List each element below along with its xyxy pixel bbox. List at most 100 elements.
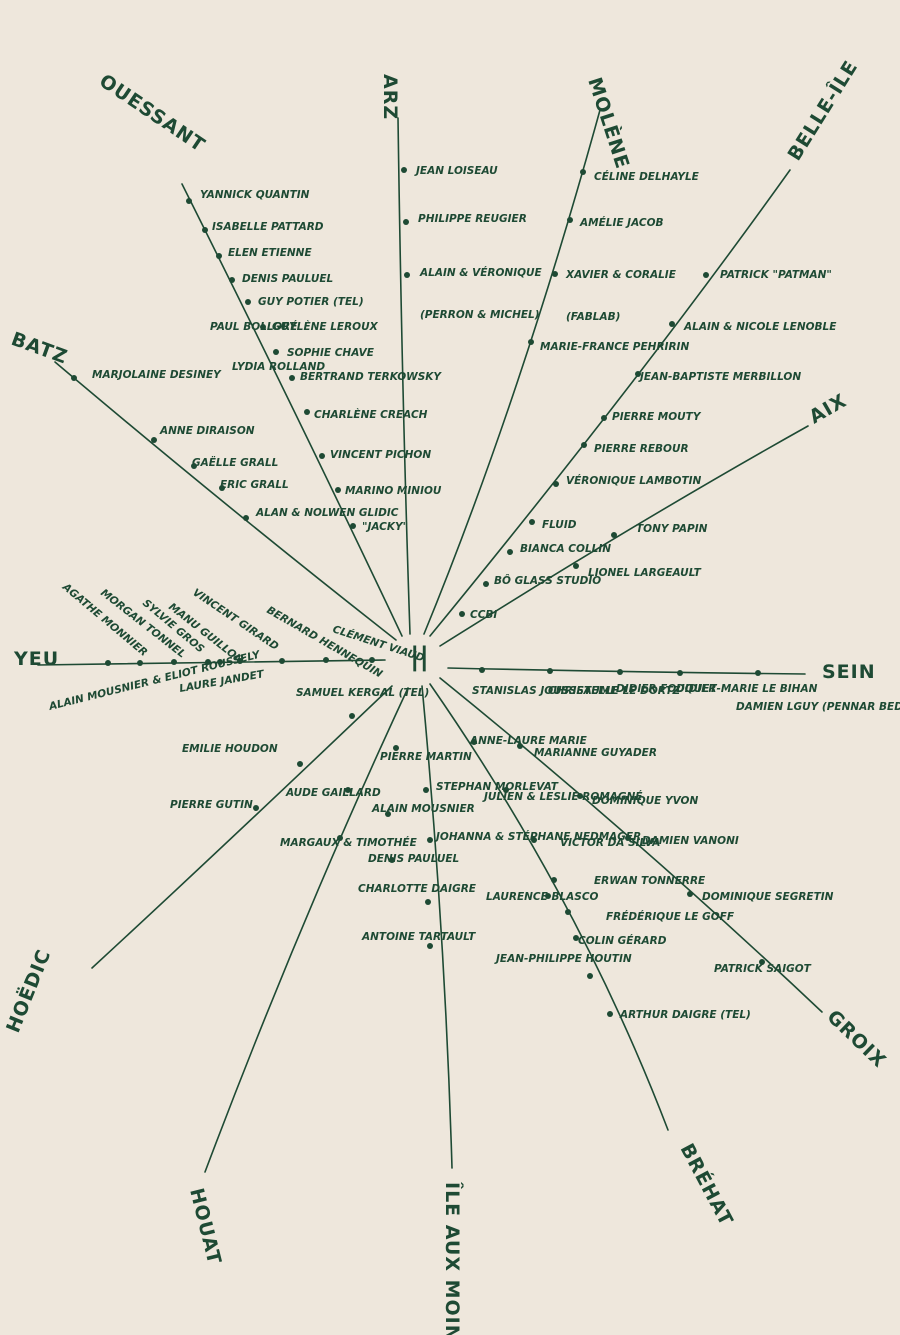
island-molene: MOLÈNE [583,74,634,171]
spoke-line-sein [447,667,806,675]
node-dot [551,877,557,883]
node-dot [635,371,641,377]
person-label: JEAN LOISEAU [414,165,498,177]
person-label: VÉRONIQUE LAMBOTIN [566,474,702,487]
person-label: YANNICK QUANTIN [200,189,310,201]
spoke-line-ouessant [181,183,403,637]
person-label: FLUID [542,519,577,531]
node-dot [393,745,399,751]
person-label: DOMINIQUE SEGRETIN [702,891,834,903]
person-label: PHILIPPE REUGIER [418,213,527,225]
person-label: JEAN-BAPTISTE MERBILLON [638,371,801,383]
person-label: CHARLOTTE DAIGRE [358,883,477,895]
node-dot [229,277,235,283]
person-label: XAVIER & CORALIE [565,269,677,281]
node-dot [573,563,579,569]
person-label: ISABELLE PATTARD [212,221,324,233]
node-dot [217,659,223,665]
node-dot [471,739,477,745]
node-dot [337,835,343,841]
person-label: VICTOR DA SILVA [560,837,660,849]
node-dot [297,761,303,767]
node-dot [529,519,535,525]
person-label: DIDIER-MARIE LE BIHAN [676,683,818,695]
node-dot [587,973,593,979]
island-ile-aux-moines: ÎLE AUX MOINES [441,1182,464,1335]
island-belle-ile: BELLE-ÎLE [783,56,863,165]
person-label: JOHANNA & STÉPHANE NEDMAGER [434,830,641,843]
person-label: LIONEL LARGEAULT [588,567,702,579]
node-dot [553,481,559,487]
node-dot [427,943,433,949]
spoke-line-houat [204,687,409,1173]
spoke-line-aix [439,425,809,647]
node-dot [304,409,310,415]
island-ouessant: OUESSANT [95,70,209,157]
node-dot [565,909,571,915]
person-label: STANISLAS JOUSSEAUME [472,685,618,697]
node-dot [369,657,375,663]
node-dot [171,659,177,665]
node-dot [237,658,243,664]
person-label: MARIE-FRANCE PEHRIRIN [540,341,689,353]
person-label: DOMINIQUE YVON [592,795,698,807]
person-label: GAËLLE GRALL [192,455,278,469]
person-label: ALAIN MOUSNIER [371,803,475,815]
person-label: PATRICK SAIGOT [714,963,812,975]
node-dot [349,713,355,719]
node-dot [350,523,356,529]
person-label: TONY PAPIN [636,523,708,535]
person-label: AMÉLIE JACOB [579,216,664,229]
person-label: AUDE GAILLARD [285,787,381,799]
node-dot [191,463,197,469]
person-label: BERTRAND TERKOWSKY [300,371,442,383]
node-dot [279,658,285,664]
person-label: SAMUEL KERGAL (TEL) [296,687,429,699]
person-label: BIANCA COLLIN [520,543,611,555]
node-dot [677,670,683,676]
center-mark: || [410,642,429,672]
node-dot [759,959,765,965]
node-dot [202,227,208,233]
node-dot [186,198,192,204]
node-dot [459,611,465,617]
node-dot [404,272,410,278]
person-label: PIERRE MARTIN [380,751,472,763]
person-label: COLIN GÉRARD [578,934,667,947]
person-label: LAURENCE BLASCO [486,891,599,903]
person-label: LYDIA ROLLAND [232,361,325,373]
node-dot [545,893,551,899]
node-dot [507,549,513,555]
person-label: EMILIE HOUDON [182,743,278,755]
spoke-line-molene [423,109,601,635]
person-label: STEPHAN MORLEVAT [436,781,559,793]
person-label: ALAIN & NICOLE LENOBLE [683,321,837,333]
spoke-line-batz [54,361,397,641]
node-dot [137,660,143,666]
person-label: ERWAN TONNERRE [594,875,706,887]
spoke-line-belle-ile [429,169,791,637]
person-label: DENIS PAULUEL [368,853,459,865]
node-dot [703,272,709,278]
island-batz: BATZ [8,328,70,369]
person-label: MARGAUX & TIMOTHÉE [280,836,418,849]
node-dot [617,669,623,675]
node-dot [567,217,573,223]
person-label: MARINO MINIOU [345,485,442,497]
node-dot [669,321,675,327]
person-label: GUYLÈNE LEROUX [272,319,379,333]
person-label: DENIS PAULUEL [242,273,333,285]
node-dot [205,659,211,665]
node-dot [273,349,279,355]
spoke-line-groix [439,677,823,1013]
node-dot [425,899,431,905]
person-label: ALAIN & VÉRONIQUE [419,266,543,279]
person-label: "JACKY" [362,521,408,533]
node-dot [573,935,579,941]
node-dot [71,375,77,381]
node-dot [531,837,537,843]
node-dot [755,670,761,676]
node-dot [253,805,259,811]
